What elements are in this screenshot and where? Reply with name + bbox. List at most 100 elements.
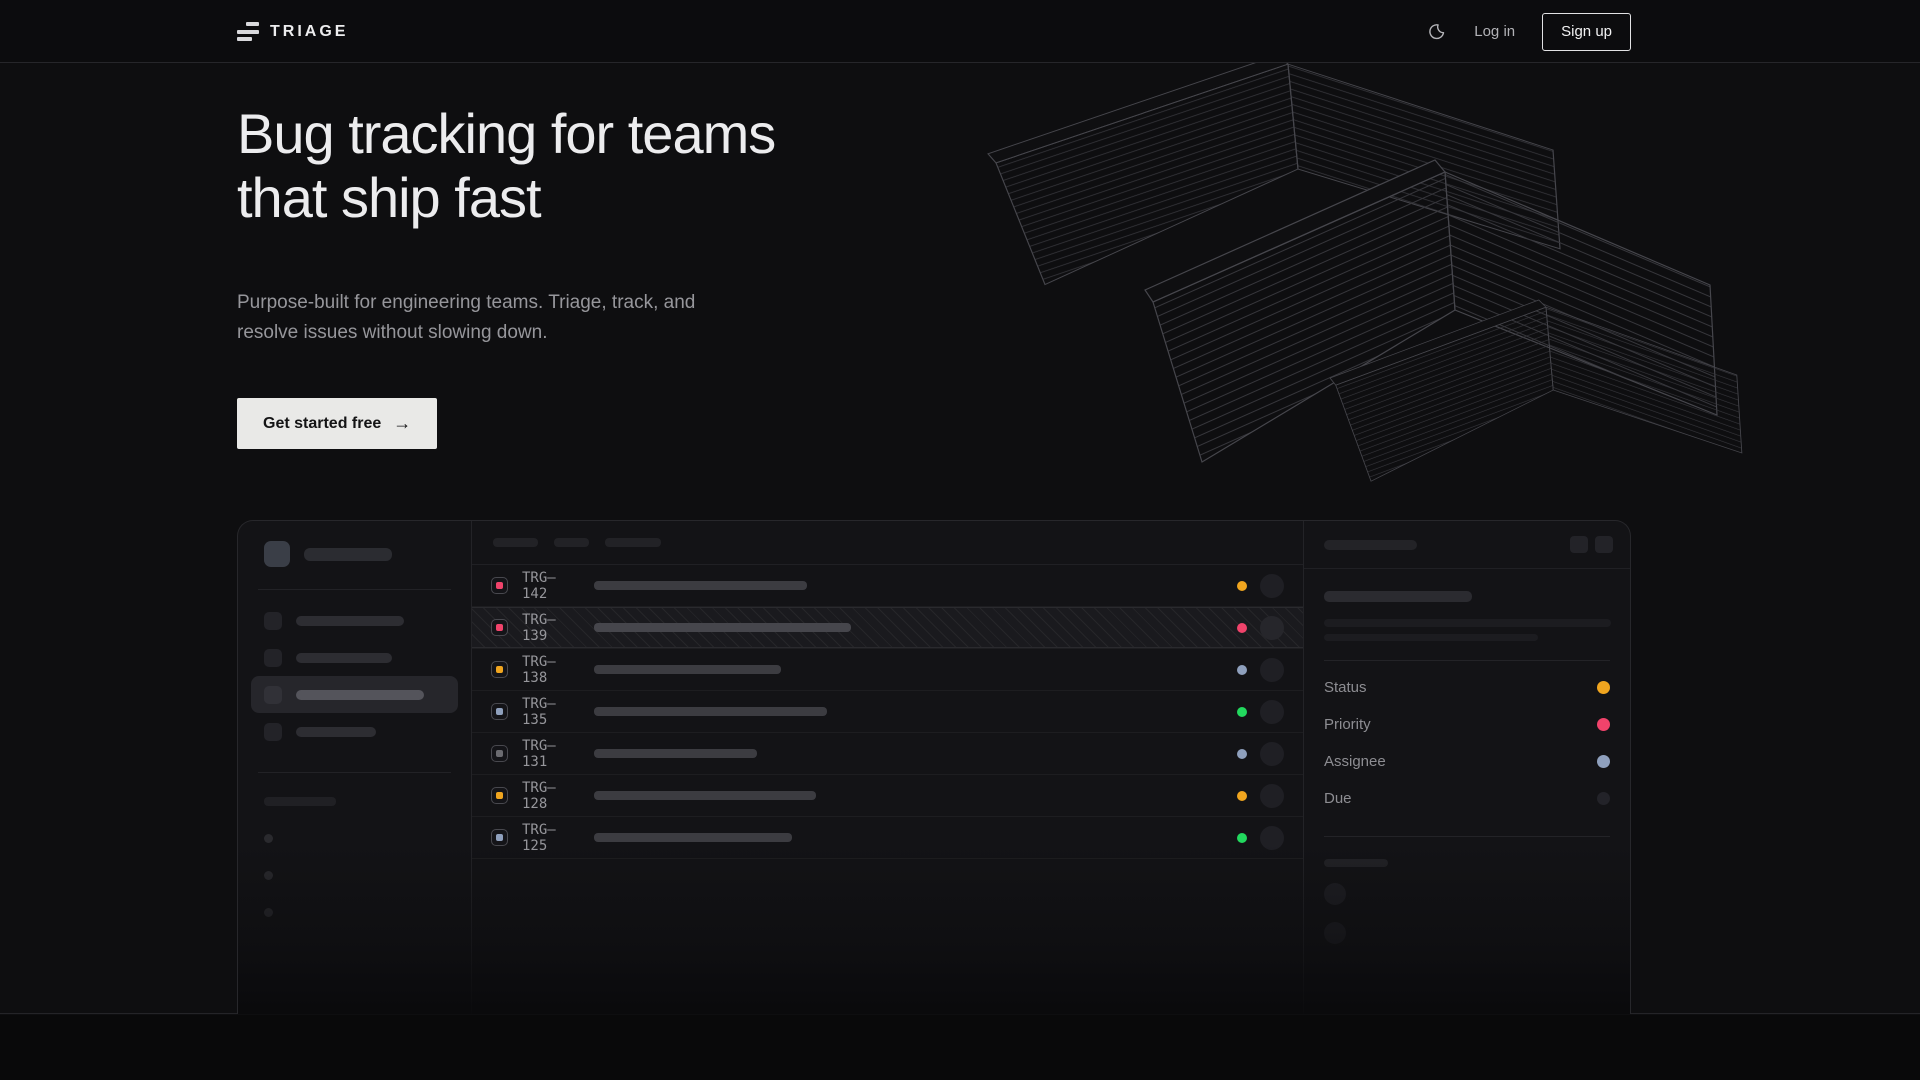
issue-priority-icon <box>491 787 508 804</box>
issue-field-row: Assignee <box>1324 743 1610 780</box>
sidebar-item-label-skeleton <box>296 652 392 663</box>
app-preview-window: TRG–142 TRG–139 TRG–138 TRG–135 <box>237 520 1631 1014</box>
issue-row: TRG–138 <box>472 649 1303 691</box>
get-started-label: Get started free <box>263 414 382 432</box>
sidebar-item-label-skeleton <box>296 615 404 626</box>
issue-id: TRG–131 <box>522 737 556 770</box>
list-tab-skeleton <box>493 538 538 547</box>
panel-button-skeleton <box>1570 536 1588 553</box>
sidebar-divider <box>258 772 451 773</box>
theme-toggle-button[interactable] <box>1425 21 1447 43</box>
sidebar-item-icon-skeleton <box>264 722 282 741</box>
hero-subtext-line2: resolve issues without slowing down. <box>237 322 548 343</box>
field-label: Due <box>1324 790 1352 807</box>
field-label: Priority <box>1324 716 1371 733</box>
field-value-dot <box>1597 718 1610 731</box>
field-value-dot <box>1597 792 1610 805</box>
issue-priority-icon <box>491 661 508 678</box>
preview-detail-panel: Status Priority Assignee Due <box>1304 521 1630 1014</box>
issue-status-dot <box>1237 580 1247 591</box>
preview-issue-list: TRG–142 TRG–139 TRG–138 TRG–135 <box>472 521 1304 1014</box>
issue-title-skeleton <box>594 665 781 674</box>
issue-title-skeleton <box>594 791 816 800</box>
issue-priority-icon <box>491 703 508 720</box>
issue-title-skeleton <box>594 749 757 758</box>
priority-dot <box>496 582 503 589</box>
sidebar-item <box>251 676 458 713</box>
panel-divider <box>1324 660 1610 661</box>
issue-priority-icon <box>491 619 508 636</box>
sidebar-item <box>251 602 458 639</box>
top-nav: TRIAGE Log in Sign up <box>0 0 1920 63</box>
priority-dot <box>496 792 503 799</box>
hero-subtext: Purpose-built for engineering teams. Tri… <box>237 288 717 348</box>
issue-title-skeleton <box>594 707 827 716</box>
issue-rows: TRG–142 TRG–139 TRG–138 TRG–135 <box>472 565 1303 859</box>
assignee-avatar <box>1260 783 1284 808</box>
issue-priority-icon <box>491 829 508 846</box>
sidebar-footer-dots <box>238 834 471 917</box>
sidebar-footer-dot <box>264 834 273 843</box>
assignee-avatar <box>1260 573 1284 598</box>
issue-title-skeleton <box>594 581 807 590</box>
panel-divider <box>1324 836 1610 837</box>
preview-workspace-switcher <box>238 521 471 567</box>
sidebar-item <box>251 639 458 676</box>
issue-id: TRG–142 <box>522 569 556 602</box>
issue-fields: Status Priority Assignee Due <box>1324 669 1610 817</box>
issue-row: TRG–139 <box>472 607 1303 649</box>
workspace-name-skeleton <box>304 547 392 561</box>
sidebar-item-icon-skeleton <box>264 611 282 630</box>
issue-status-dot <box>1237 706 1247 717</box>
sidebar-item-label-skeleton <box>296 726 376 737</box>
workspace-avatar <box>264 541 290 567</box>
assignee-avatar <box>1260 657 1284 682</box>
sidebar-item-icon-skeleton <box>264 685 282 704</box>
issue-id: TRG–128 <box>522 779 556 812</box>
sidebar-footer-dot <box>264 908 273 917</box>
sidebar-footer-dot <box>264 871 273 880</box>
assignee-avatar <box>1260 741 1284 766</box>
field-label: Assignee <box>1324 753 1386 770</box>
issue-field-row: Priority <box>1324 706 1610 743</box>
issue-field-row: Due <box>1324 780 1610 817</box>
issue-status-dot <box>1237 790 1247 801</box>
moon-icon <box>1429 23 1445 39</box>
priority-dot <box>496 708 503 715</box>
detail-panel-body: Status Priority Assignee Due <box>1304 591 1630 944</box>
issue-title-skeleton <box>594 833 792 842</box>
activity-avatar-skeleton <box>1324 883 1346 905</box>
get-started-button[interactable]: Get started free → <box>237 398 438 449</box>
issue-row: TRG–125 <box>472 817 1303 859</box>
issue-id: TRG–125 <box>522 821 556 854</box>
detail-title-skeleton <box>1324 539 1417 550</box>
sidebar-item <box>251 713 458 750</box>
issue-row: TRG–128 <box>472 775 1303 817</box>
login-link[interactable]: Log in <box>1474 23 1516 40</box>
list-tab-skeleton <box>605 538 661 547</box>
detail-panel-header <box>1304 521 1630 569</box>
priority-dot <box>496 750 503 757</box>
list-tab-skeleton <box>554 538 589 547</box>
arrow-right-icon: → <box>393 413 412 433</box>
assignee-avatar <box>1260 699 1284 724</box>
issue-id: TRG–135 <box>522 695 556 728</box>
signup-button[interactable]: Sign up <box>1542 12 1631 51</box>
activity-avatar-skeleton <box>1324 922 1346 944</box>
priority-dot <box>496 666 503 673</box>
issue-status-dot <box>1237 832 1247 843</box>
issue-row: TRG–142 <box>472 565 1303 607</box>
brand-logo[interactable]: TRIAGE <box>237 22 348 41</box>
field-value-dot <box>1597 755 1610 768</box>
issue-title-skeleton <box>594 623 851 632</box>
issue-priority-icon <box>491 577 508 594</box>
issue-id: TRG–138 <box>522 653 556 686</box>
detail-header-buttons <box>1570 536 1613 553</box>
issue-status-dot <box>1237 748 1247 759</box>
description-line-skeleton <box>1324 619 1611 627</box>
assignee-avatar <box>1260 825 1284 850</box>
field-label: Status <box>1324 679 1367 696</box>
hero-heading-line1: Bug tracking for teams <box>237 102 776 165</box>
issue-row: TRG–131 <box>472 733 1303 775</box>
